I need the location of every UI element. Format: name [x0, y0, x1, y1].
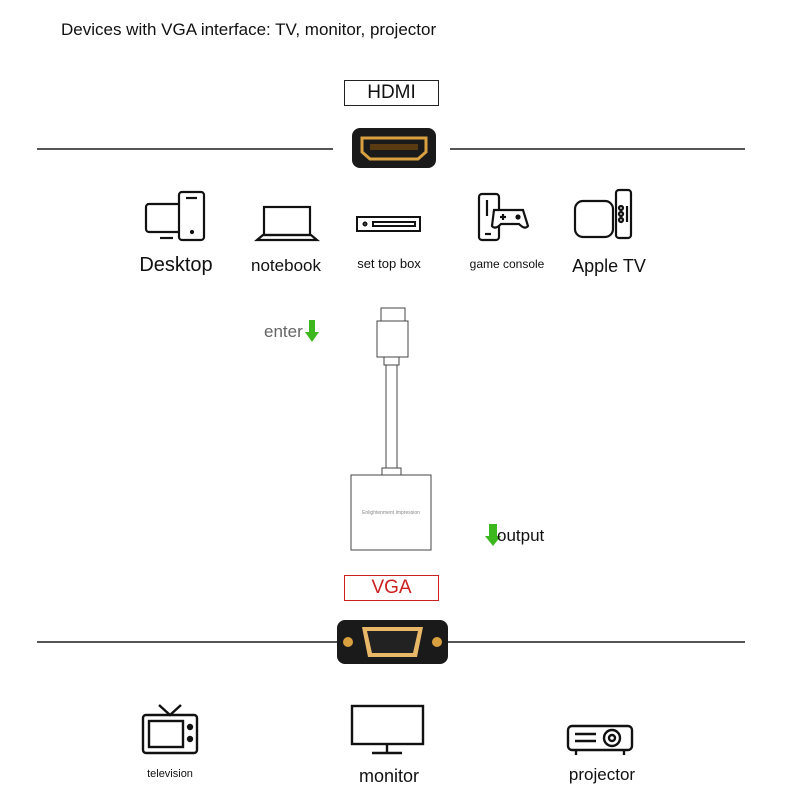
game-console-icon [477, 192, 530, 242]
hdmi-to-vga-adapter [350, 307, 432, 551]
desktop-phone-icon [144, 190, 206, 242]
source-label-desktop: Desktop [139, 254, 213, 276]
divider-left [37, 641, 337, 643]
projector-icon [566, 724, 634, 755]
target-label-projector: projector [568, 765, 636, 784]
hdmi-label: HDMI [344, 80, 439, 106]
arrow-down-icon [305, 320, 319, 342]
arrow-down-icon [485, 524, 501, 546]
source-label-notebook: notebook [251, 256, 321, 275]
adapter-brand-text: Enlightenment Impression [362, 510, 420, 516]
enter-label: enter [264, 322, 303, 341]
apple-tv-icon [573, 188, 633, 240]
target-label-television: television [147, 768, 193, 780]
source-label-set-top-box: set top box [357, 256, 421, 271]
vga-label: VGA [344, 575, 439, 601]
laptop-icon [253, 205, 321, 242]
divider-right [450, 148, 745, 150]
set-top-box-icon [356, 216, 421, 232]
tv-icon [141, 704, 199, 755]
source-label-apple-tv: Apple TV [572, 256, 646, 276]
monitor-icon [350, 704, 425, 755]
target-label-monitor: monitor [358, 766, 420, 786]
hdmi-port-icon [352, 128, 436, 168]
divider-left [37, 148, 333, 150]
page-title: Devices with VGA interface: TV, monitor,… [61, 20, 437, 39]
vga-port-icon [337, 620, 448, 664]
output-label: output [497, 526, 545, 545]
source-label-game-console: game console [469, 257, 545, 271]
divider-right [448, 641, 745, 643]
